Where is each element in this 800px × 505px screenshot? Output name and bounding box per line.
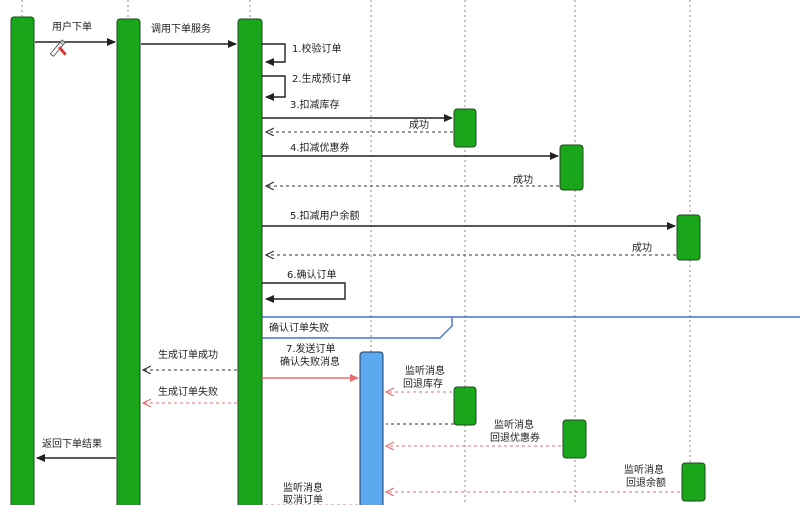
label-coupon-success: 成功	[513, 174, 533, 186]
activation-stock-2	[453, 386, 477, 426]
activation-mq	[359, 351, 384, 505]
label-listen-stock-1: 监听消息	[405, 364, 445, 377]
label-stock-success: 成功	[409, 119, 429, 131]
label-deduct-stock: 3.扣减库存	[290, 98, 340, 111]
fragment-confirm-failed	[262, 316, 800, 339]
label-listen-cancel-1: 监听消息	[283, 481, 323, 494]
activation-user	[10, 16, 35, 505]
label-order-created-success: 生成订单成功	[158, 348, 218, 361]
message-pre-order	[262, 75, 286, 101]
label-call-order-service: 调用下单服务	[151, 22, 211, 35]
label-listen-balance-1: 监听消息	[624, 463, 664, 476]
label-pre-order: 2.生成预订单	[292, 72, 352, 85]
activation-coupon-2	[562, 419, 587, 459]
label-return-order-result: 返回下单结果	[42, 437, 102, 450]
label-confirm-failed: 确认订单失败	[269, 321, 329, 334]
message-confirm-order	[262, 282, 346, 303]
activation-balance-1	[676, 214, 701, 261]
activation-gateway	[116, 18, 141, 505]
label-confirm-order: 6.确认订单	[287, 268, 337, 281]
label-listen-stock-2: 回退库存	[403, 377, 443, 390]
label-listen-cancel-2: 取消订单	[283, 493, 323, 505]
red-pencil-icon	[58, 46, 67, 56]
label-listen-coupon-2: 回退优惠券	[490, 431, 540, 444]
label-send-order-line2: 确认失败消息	[280, 355, 340, 368]
message-validate-order	[262, 43, 286, 66]
activation-stock-1	[453, 108, 477, 148]
label-listen-balance-2: 回退余额	[626, 476, 666, 489]
activation-balance-2	[681, 462, 706, 502]
activation-order-service	[237, 18, 263, 505]
label-balance-success: 成功	[632, 242, 652, 254]
label-user-order: 用户下单	[52, 20, 92, 33]
label-send-order-line1: 7.发送订单	[286, 342, 336, 355]
label-validate-order: 1.校验订单	[292, 42, 342, 55]
activation-coupon-1	[559, 144, 584, 191]
label-deduct-coupon: 4.扣减优惠券	[290, 141, 350, 154]
label-listen-coupon-1: 监听消息	[494, 418, 534, 431]
label-deduct-balance: 5.扣减用户余额	[290, 209, 360, 222]
label-order-created-failed: 生成订单失败	[158, 385, 218, 398]
